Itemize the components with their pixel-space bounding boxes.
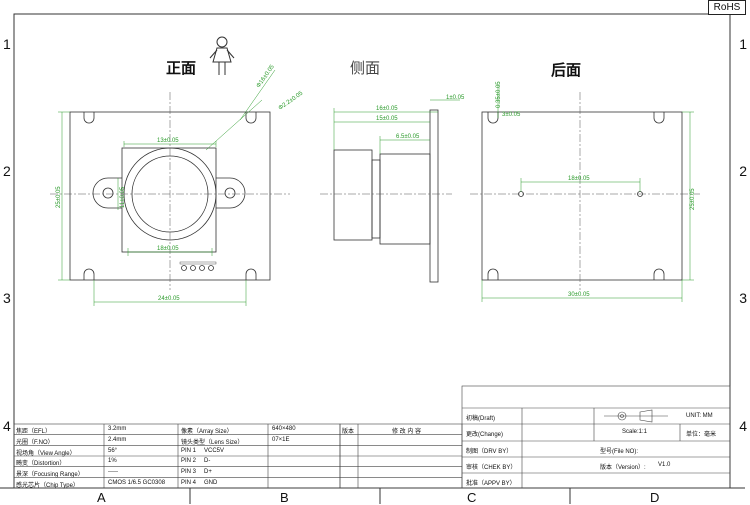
person-icon: [209, 36, 235, 75]
spec-value: 3.2mm: [108, 426, 127, 432]
tb-drw: 制图（DRV BY）: [466, 449, 513, 455]
tb-file-no: 型号(File NO):: [600, 449, 638, 455]
dim-text: 25±0.05: [690, 188, 696, 210]
dim-text: Φ16±0.05: [256, 64, 276, 90]
side-view-title: 侧面: [350, 59, 381, 77]
spec-value: CMOS 1/6.5 GC0308: [108, 480, 166, 486]
spec2-value: GND: [204, 480, 218, 486]
spec-value: 1%: [108, 458, 117, 464]
tb-unit-cn: 单位：毫米: [686, 432, 717, 438]
dim-text: Φ2.2±0.05: [278, 90, 305, 111]
spec-label: 感光芯片（Chip Type）: [16, 483, 79, 489]
dim-text: 18±0.05: [568, 176, 590, 182]
dim-text: 30±0.05: [568, 292, 590, 298]
tb-draft: 初稿(Draft): [466, 416, 495, 422]
spec2-label: 镜头类型（Lens Size）: [181, 440, 244, 446]
column-letter: B: [280, 490, 289, 505]
column-letter: D: [650, 490, 660, 505]
rohs-badge: RoHS: [708, 0, 746, 15]
revision-header: 修 改 内 容: [392, 429, 422, 435]
spec-label: 畸变（Distortion）: [16, 461, 66, 467]
revision-header: 版本: [342, 429, 355, 435]
column-letter: C: [467, 490, 477, 505]
tb-chek: 审核（CHEK BY）: [466, 465, 517, 471]
back-view-title: 后面: [551, 61, 582, 79]
dim-text: 15±0.05: [376, 116, 398, 122]
dim-text: 18±0.05: [157, 246, 179, 252]
dim-text: 13±0.05: [157, 138, 179, 144]
dim-text: 1±0.05: [446, 95, 465, 101]
spec2-value: 640×480: [272, 426, 296, 432]
tb-unit: UNIT: MM: [686, 413, 713, 419]
back-view: [481, 111, 683, 281]
tb-version-label: 版本（Version）:: [600, 465, 646, 471]
row-number: 4: [739, 418, 747, 434]
spec2-value: 07×1E: [272, 437, 290, 443]
row-number: 2: [739, 163, 747, 179]
dim-text: 24±0.05: [158, 296, 180, 302]
dim-text: 0.35±0.05: [496, 81, 502, 108]
spec2-value: D+: [204, 469, 212, 475]
projection-symbol: [604, 409, 668, 423]
row-number: 3: [739, 290, 747, 306]
dim-text: 16±0.05: [376, 106, 398, 112]
dim-text: 25±0.05: [56, 186, 62, 208]
tb-version-value: V1.0: [658, 462, 671, 468]
tb-scale: Scale:1:1: [622, 429, 648, 435]
spec-value: 2.4mm: [108, 437, 127, 443]
dim-text: 3±0.05: [502, 112, 521, 118]
tb-appv: 批准（APPV BY）: [466, 481, 516, 487]
spec-label: 焦距（EFL）: [16, 429, 52, 435]
spec2-label: PIN 4: [181, 480, 197, 486]
spec-label: 视场角（View Angle）: [16, 451, 76, 457]
tb-change: 更改(Change): [466, 432, 504, 438]
spec2-label: PIN 2: [181, 458, 197, 464]
column-letter: A: [97, 490, 106, 505]
front-view-title: 正面: [166, 59, 197, 77]
spec-value: 56°: [108, 448, 118, 454]
row-number: 1: [739, 36, 747, 52]
spec2-value: VCC5V: [204, 448, 225, 454]
row-number: 3: [3, 290, 11, 306]
spec2-label: 像素（Array Size）: [181, 429, 233, 435]
row-number: 4: [3, 418, 11, 434]
spec-value: -----: [108, 469, 118, 475]
dim-text: 11±0.05: [120, 186, 126, 208]
spec-label: 光圈（F.NO）: [16, 440, 54, 446]
dim-text: 6.5±0.05: [396, 134, 420, 140]
spec2-value: D-: [204, 458, 211, 464]
row-number: 2: [3, 163, 11, 179]
side-view: [333, 109, 439, 283]
row-number: 1: [3, 36, 11, 52]
spec-label: 景深（Focusing Range）: [16, 472, 84, 478]
spec2-label: PIN 1: [181, 448, 197, 454]
spec2-label: PIN 3: [181, 469, 197, 475]
